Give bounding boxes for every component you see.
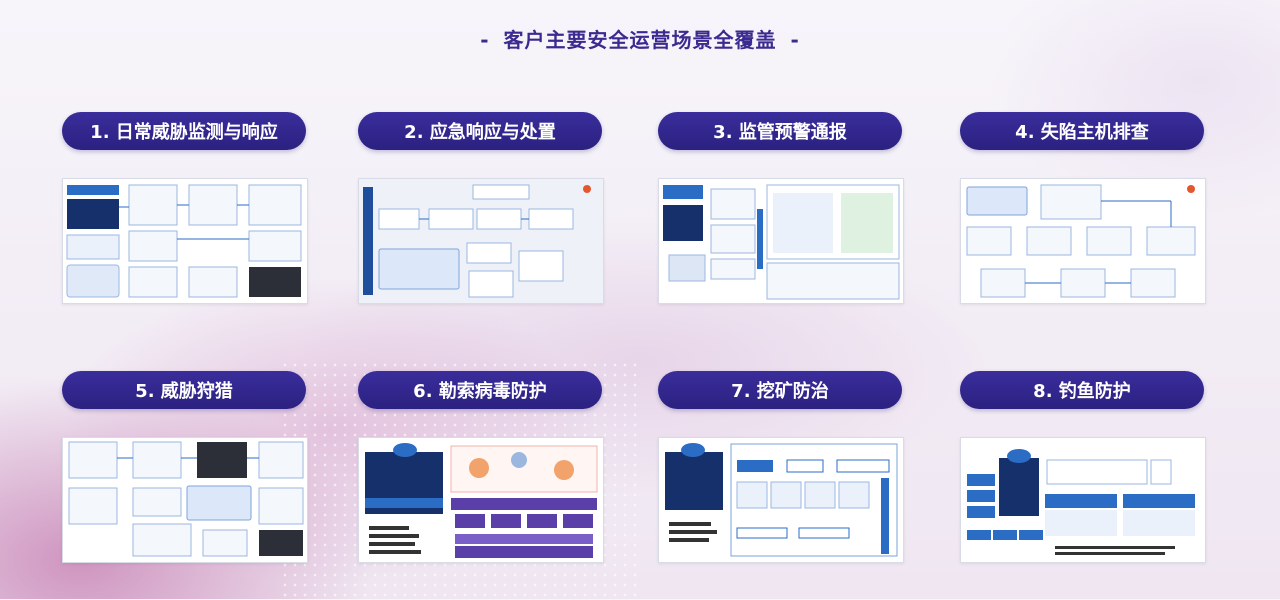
- scenario-screenshot-4: [960, 178, 1206, 304]
- scenario-screenshot-7: [658, 437, 904, 563]
- scenario-label-4: 4. 失陷主机排查: [960, 112, 1204, 150]
- scenario-screenshot-1: [62, 178, 308, 304]
- scenario-screenshot-8: [960, 437, 1206, 563]
- scenario-screenshot-3: [658, 178, 904, 304]
- title-dash-right: -: [790, 28, 800, 52]
- scenario-screenshot-2: [358, 178, 604, 304]
- scenario-label-2: 2. 应急响应与处置: [358, 112, 602, 150]
- scenario-screenshot-5: [62, 437, 308, 563]
- scenario-label-5: 5. 威胁狩猎: [62, 371, 306, 409]
- title-text: 客户主要安全运营场景全覆盖: [503, 28, 777, 52]
- scenario-screenshot-6: [358, 437, 604, 563]
- title-dash-left: -: [480, 28, 490, 52]
- scenario-label-7: 7. 挖矿防治: [658, 371, 902, 409]
- scenario-label-8: 8. 钓鱼防护: [960, 371, 1204, 409]
- page-title: -客户主要安全运营场景全覆盖-: [0, 24, 1280, 53]
- scenario-label-3: 3. 监管预警通报: [658, 112, 902, 150]
- scenario-label-1: 1. 日常威胁监测与响应: [62, 112, 306, 150]
- scenario-label-6: 6. 勒索病毒防护: [358, 371, 602, 409]
